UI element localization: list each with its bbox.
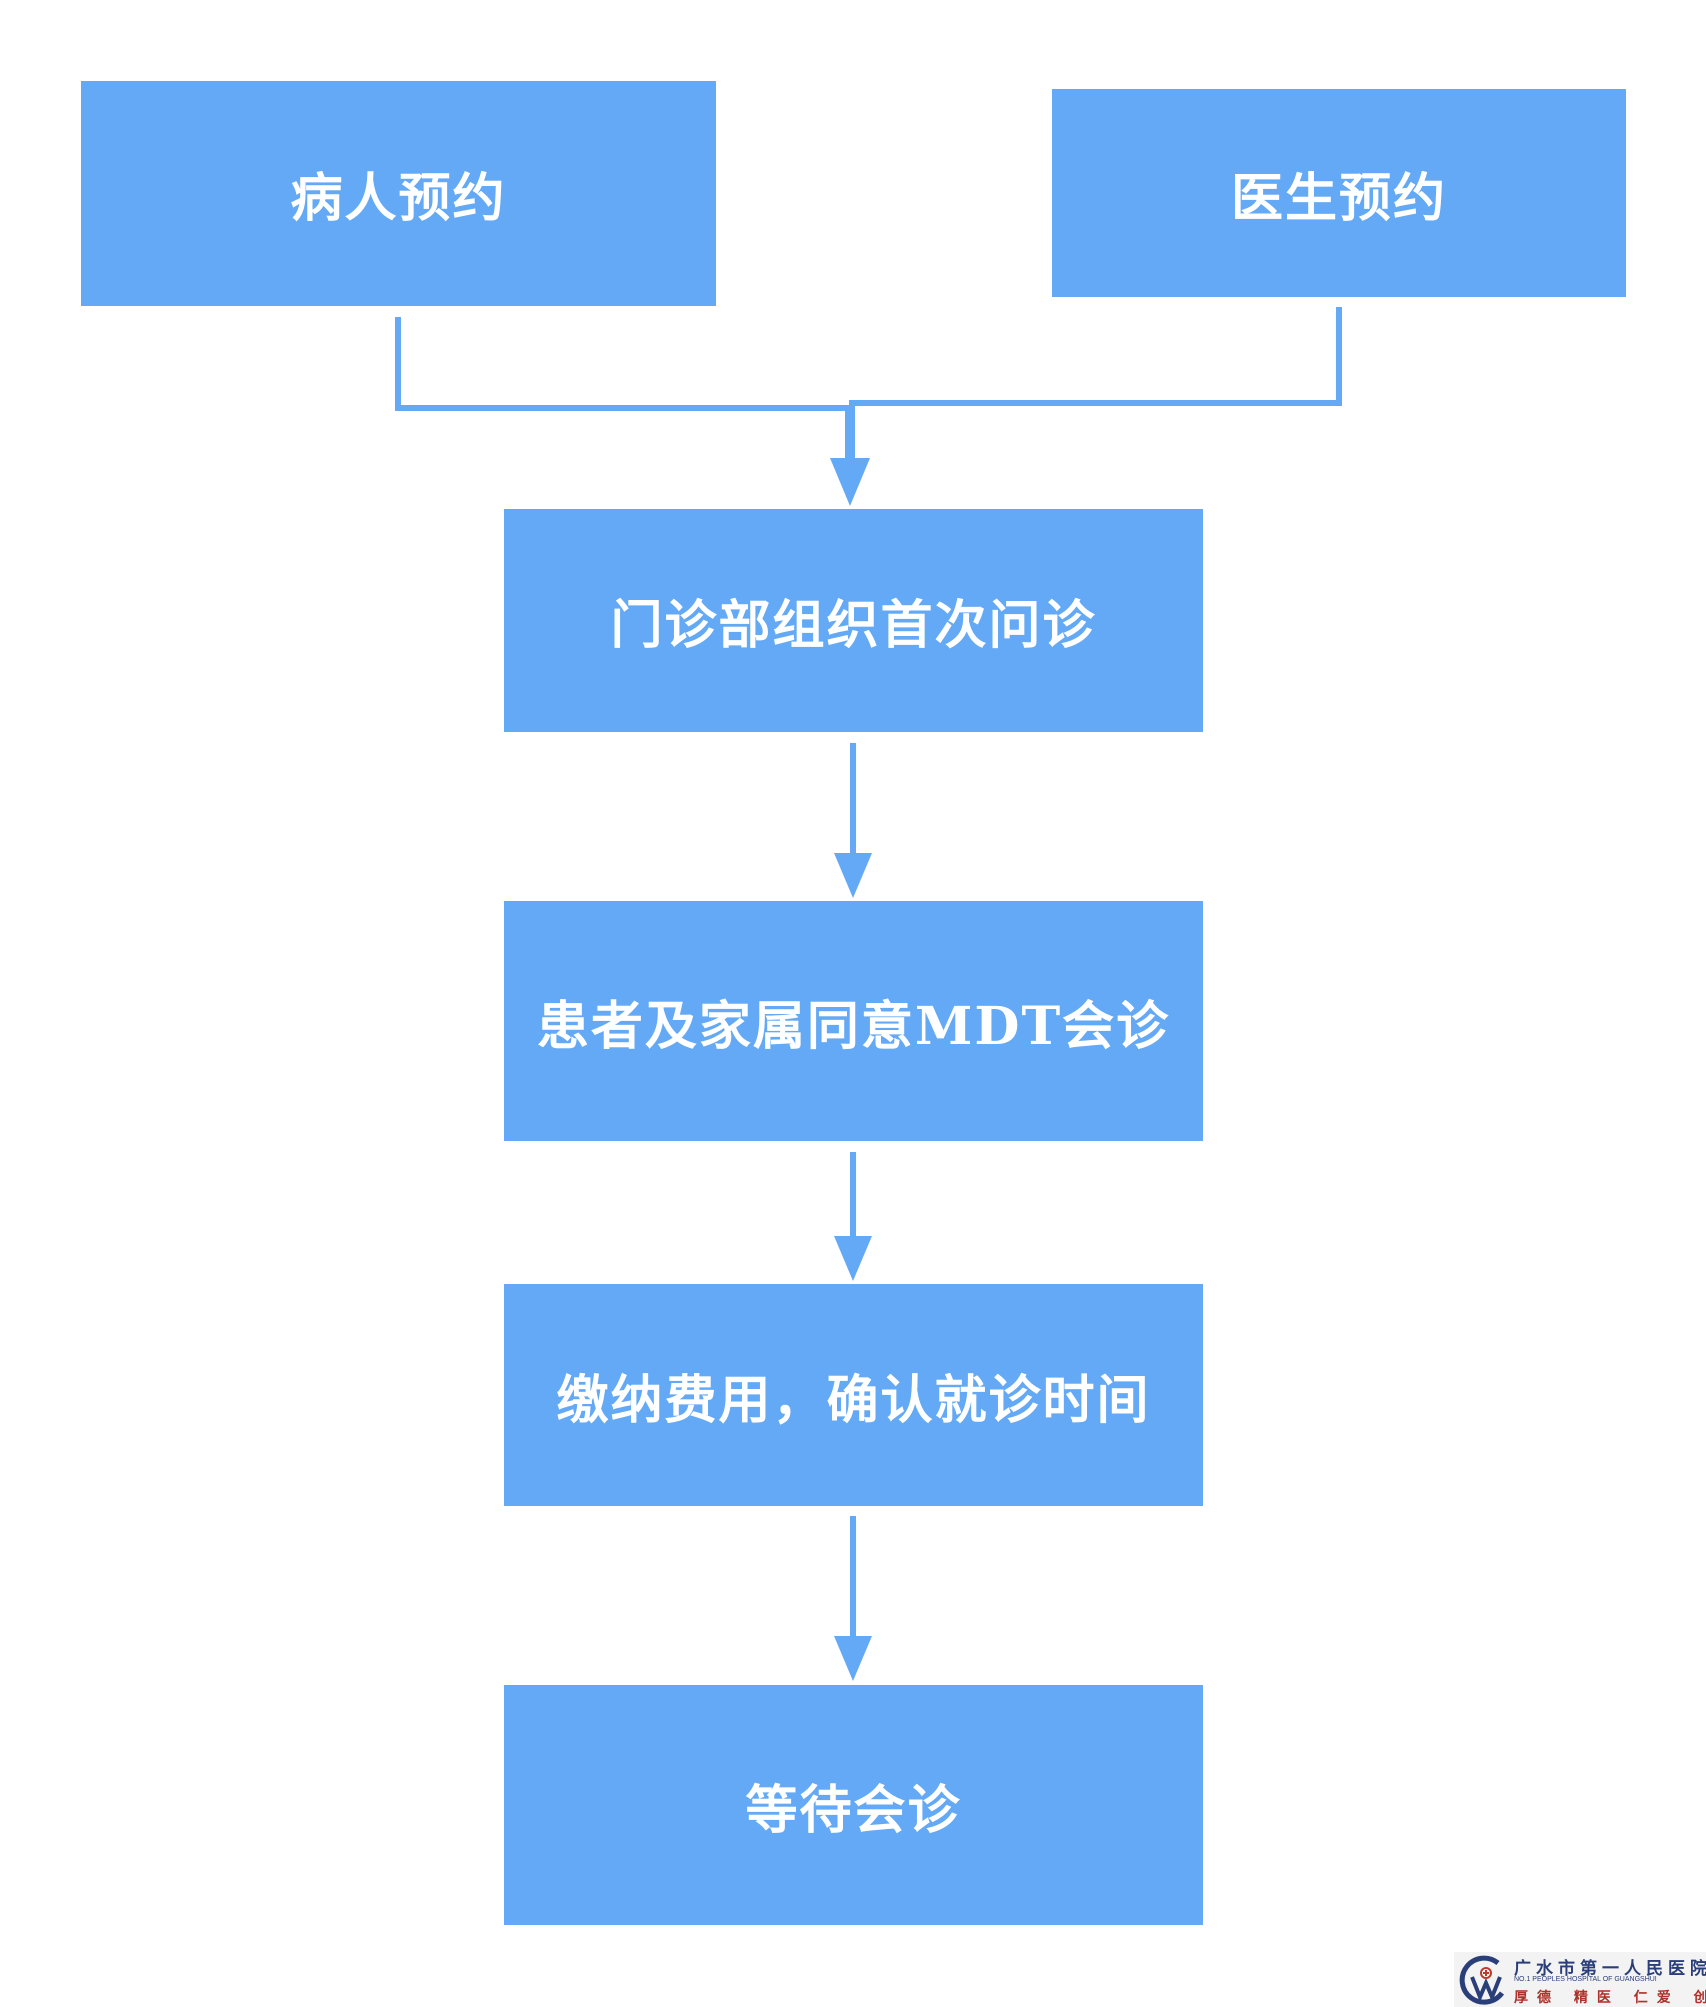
hospital-name: 广水市第一人民医院 xyxy=(1514,1959,1706,1979)
node-doctor-booking-label: 医生预约 xyxy=(1230,167,1447,229)
arrowhead-1-2 xyxy=(834,853,872,898)
arrowhead-merge xyxy=(830,458,870,506)
node-payment-label: 缴纳费用，确认就诊时间 xyxy=(556,1369,1151,1431)
node-payment: 缴纳费用，确认就诊时间 xyxy=(504,1284,1203,1506)
hospital-emblem-icon xyxy=(1459,1955,1505,2005)
node-family-consent: 患者及家属同意MDT会诊 xyxy=(504,901,1203,1141)
hospital-logo: 广水市第一人民医院 NO.1 PEOPLES HOSPITAL OF GUANG… xyxy=(1454,1952,1706,2007)
node-wait-consultation: 等待会诊 xyxy=(504,1685,1203,1925)
node-patient-booking-label: 病人预约 xyxy=(290,168,507,229)
node-doctor-booking: 医生预约 xyxy=(1052,89,1626,297)
connector-doctor-to-merge xyxy=(849,307,1342,460)
node-family-consent-label: 患者及家属同意MDT会诊 xyxy=(536,995,1171,1057)
node-first-consultation: 门诊部组织首次问诊 xyxy=(504,509,1203,732)
node-first-consultation-label: 门诊部组织首次问诊 xyxy=(610,595,1097,656)
connector-patient-to-merge xyxy=(395,317,851,460)
node-wait-consultation-label: 等待会诊 xyxy=(745,1779,962,1841)
node-patient-booking: 病人预约 xyxy=(81,81,716,306)
arrowhead-2-3 xyxy=(834,1236,872,1281)
hospital-motto: 厚德 精医 仁爱 创新 xyxy=(1514,1990,1706,2006)
arrowhead-3-4 xyxy=(834,1636,872,1681)
hospital-english-name: NO.1 PEOPLES HOSPITAL OF GUANGSHUI xyxy=(1514,1976,1657,1983)
